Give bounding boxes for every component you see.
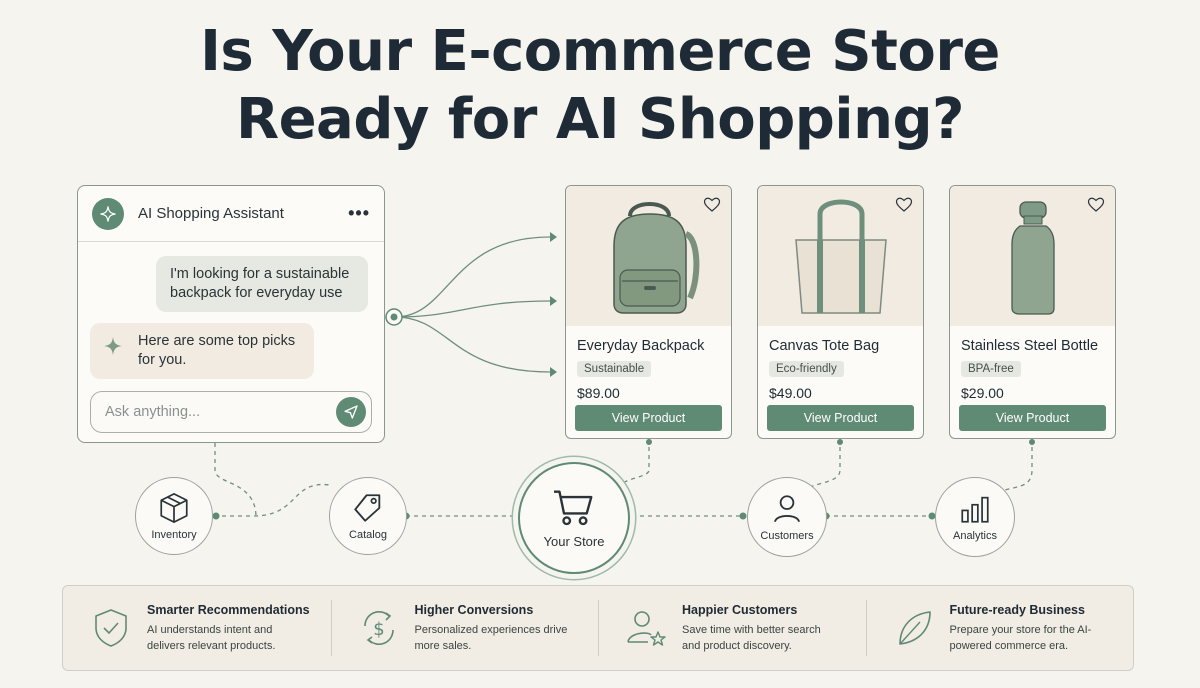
connector-to-backpack [394, 236, 551, 318]
node-label: Analytics [952, 530, 998, 542]
product-card-bottle[interactable]: Stainless Steel Bottle BPA-free $29.00 V… [949, 185, 1116, 439]
product-image-backpack [566, 186, 731, 326]
product-tag: Eco-friendly [769, 361, 844, 377]
node-customers: Customers [747, 477, 827, 557]
benefit-description: AI understands intent and delivers relev… [147, 623, 276, 652]
view-product-button[interactable]: View Product [959, 405, 1106, 431]
product-image-bottle [950, 186, 1115, 326]
user-message-bubble: I'm looking for a sustainable backpack f… [156, 256, 368, 312]
product-card-backpack[interactable]: Everyday Backpack Sustainable $89.00 Vie… [565, 185, 732, 439]
benefits-bar: Smarter Recommendations AI understands i… [62, 585, 1134, 671]
arrowhead-backpack [550, 232, 557, 242]
product-card-tote[interactable]: Canvas Tote Bag Eco-friendly $49.00 View… [757, 185, 924, 439]
view-product-button[interactable]: View Product [767, 405, 914, 431]
leaf-icon [898, 611, 931, 645]
node-label: Inventory [151, 529, 197, 541]
flow-line-card1 [619, 439, 650, 489]
flow-line-chat [214, 443, 257, 517]
product-tag: Sustainable [577, 361, 652, 377]
arrowhead-bottle [550, 367, 557, 377]
user-star-icon [627, 611, 666, 646]
heart-icon[interactable] [895, 196, 913, 214]
send-icon [344, 405, 358, 419]
send-button[interactable] [336, 397, 366, 427]
product-price: $29.00 [961, 385, 1004, 401]
assistant-message-bubble: Here are some top picks for you. [90, 323, 314, 379]
node-catalog: Catalog [329, 477, 407, 555]
node-inventory: Inventory [135, 477, 213, 555]
benefit-title: Happier Customers [682, 602, 798, 617]
chat-input-box [90, 391, 372, 433]
benefit-happier-customers: Happier Customers Save time with better … [598, 586, 866, 670]
product-name: Canvas Tote Bag [769, 338, 880, 354]
bottle-icon [1011, 201, 1055, 315]
product-price: $49.00 [769, 385, 812, 401]
benefit-title: Higher Conversions [414, 602, 534, 617]
benefit-title: Smarter Recommendations [147, 602, 310, 617]
shield-check-icon [95, 609, 127, 647]
benefit-title: Future-ready Business [949, 602, 1085, 617]
flow-line-card2 [807, 439, 841, 489]
page-headline: Is Your E-commerce Store Ready for AI Sh… [0, 18, 1200, 154]
box-icon [160, 492, 188, 524]
node-your-store: Your Store [518, 462, 630, 574]
benefit-future-ready-business: Future-ready Business Prepare your store… [865, 586, 1134, 670]
price-tag-icon [354, 494, 381, 522]
tote-bag-icon [795, 199, 887, 314]
node-analytics: Analytics [935, 477, 1015, 557]
dollar-cycle-icon: $ [363, 611, 394, 645]
view-product-button[interactable]: View Product [575, 405, 722, 431]
connector-to-tote [394, 300, 551, 318]
benefit-description: Personalized experiences drive more sale… [414, 623, 568, 652]
more-horizontal-icon[interactable]: ••• [348, 203, 370, 223]
headline-line-2: Ready for AI Shopping? [235, 87, 965, 152]
headline-line-1: Is Your E-commerce Store [200, 19, 1000, 84]
flow-line-card3 [1004, 439, 1033, 491]
node-label: Catalog [349, 529, 387, 541]
product-tag: BPA-free [961, 361, 1021, 377]
chat-title: AI Shopping Assistant [138, 205, 284, 222]
benefit-description: Save time with better search and product… [682, 623, 821, 652]
connector-to-bottle [394, 316, 551, 373]
node-label: Customers [760, 530, 814, 542]
product-name: Stainless Steel Bottle [961, 338, 1099, 354]
ai-chat-panel: AI Shopping Assistant ••• I'm looking fo… [77, 185, 385, 443]
sparkle-icon [92, 197, 124, 230]
user-icon [774, 495, 800, 523]
heart-icon[interactable] [1087, 196, 1105, 214]
backpack-icon [613, 202, 700, 314]
product-name: Everyday Backpack [577, 338, 705, 354]
assistant-message-text: Here are some top picks for you. [138, 333, 296, 368]
benefit-smarter-recommendations: Smarter Recommendations AI understands i… [63, 586, 331, 670]
benefit-higher-conversions: $ Higher Conversions Personalized experi… [330, 586, 599, 670]
svg-text:$: $ [373, 619, 384, 640]
chat-header: AI Shopping Assistant ••• [78, 186, 384, 242]
product-image-tote [758, 186, 923, 326]
arrowhead-tote [550, 296, 557, 306]
benefit-description: Prepare your store for the AI-powered co… [949, 623, 1092, 652]
bar-chart-icon [961, 496, 989, 523]
shopping-cart-icon [554, 489, 593, 525]
flow-line-main [214, 483, 516, 517]
chat-input[interactable] [105, 404, 336, 420]
heart-icon[interactable] [703, 196, 721, 214]
node-label: Your Store [543, 533, 605, 549]
assistant-sparkle-icon [102, 335, 124, 363]
product-price: $89.00 [577, 385, 620, 401]
